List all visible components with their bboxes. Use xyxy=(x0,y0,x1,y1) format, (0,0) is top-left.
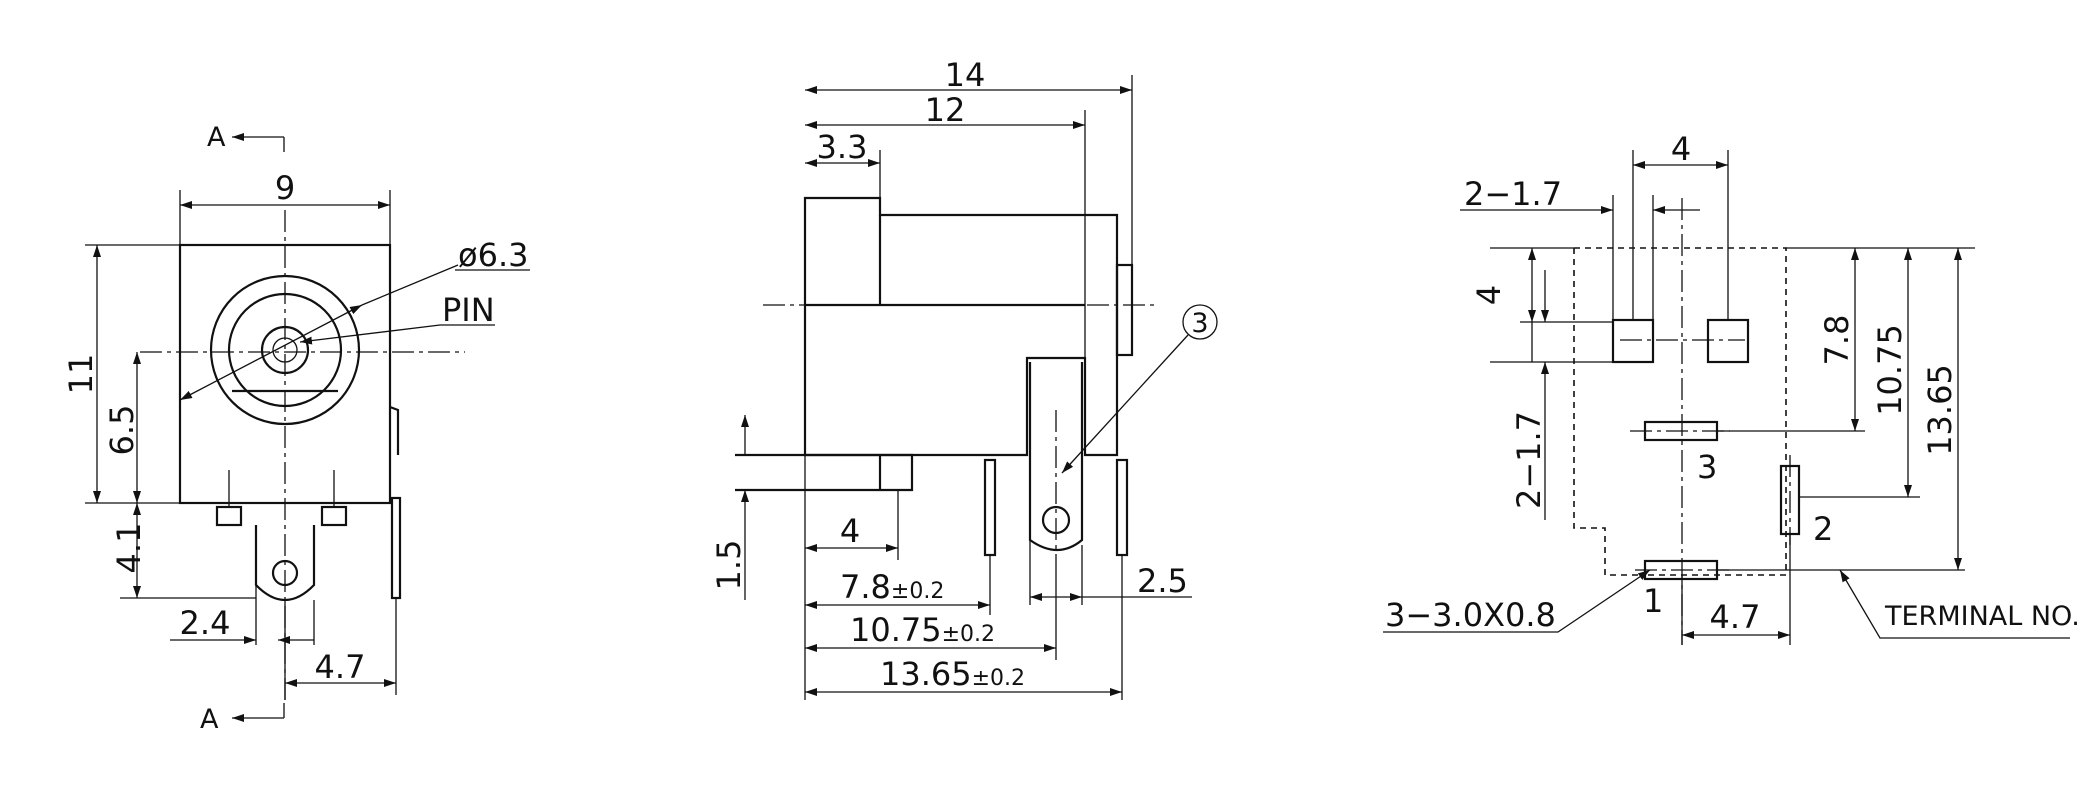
pcb-view: 4 2−1.7 4 2−1.7 7.8 10.75 13.65 4.7 xyxy=(1383,130,2080,645)
dim-pin3-label: 10.75±0.2 xyxy=(850,611,995,649)
dim-row-1075: 10.75 xyxy=(1871,324,1909,416)
front-side-pin xyxy=(390,496,402,600)
dim-pin2-label: 7.8±0.2 xyxy=(840,568,944,606)
side-pin-left xyxy=(735,453,914,492)
dim-height-11: 11 xyxy=(62,354,100,395)
dim-pin3-tol: ±0.2 xyxy=(942,622,995,647)
terminal-callout: 3 xyxy=(1191,308,1208,339)
pcb-pad-left xyxy=(1611,318,1655,364)
dim-slot-width-side: 2−1.7 xyxy=(1510,411,1548,509)
dim-pin-spacing: 4.7 xyxy=(315,648,366,686)
dim-body-length: 12 xyxy=(925,91,966,129)
slot-callout: 3−3.0X0.8 xyxy=(1385,596,1556,634)
dim-pin4-tol: ±0.2 xyxy=(972,666,1025,691)
dim-terminal-offset: 4.7 xyxy=(1710,598,1761,636)
terminal-no-label: TERMINAL NO. xyxy=(1884,601,2080,632)
dim-pin4-label: 13.65±0.2 xyxy=(880,655,1025,693)
front-pin-left xyxy=(215,505,243,527)
section-marker-bottom: A xyxy=(200,703,285,735)
dim-row-78: 7.8 xyxy=(1818,315,1856,366)
dim-pin-height: 1.5 xyxy=(710,540,748,591)
side-pin-1 xyxy=(983,458,997,557)
front-view: A A 9 11 6. xyxy=(62,122,530,735)
terminal-callout-circle xyxy=(1182,304,1218,340)
dim-center-height: 6.5 xyxy=(103,405,141,456)
dim-width-9: 9 xyxy=(275,169,295,207)
dim-pin-depth: 4.1 xyxy=(110,523,148,574)
terminal-number-2: 2 xyxy=(1813,510,1833,548)
dim-total-length: 14 xyxy=(945,56,986,94)
front-center-tab xyxy=(254,525,316,601)
pin-label: PIN xyxy=(442,291,495,329)
terminal-number-1: 1 xyxy=(1643,582,1663,620)
pcb-outline xyxy=(1573,247,1787,576)
section-label-top: A xyxy=(207,122,226,153)
dim-pad-spacing: 4 xyxy=(1671,130,1691,168)
dim-pin1-pos: 4 xyxy=(840,512,860,550)
dim-row-1365: 13.65 xyxy=(1921,364,1959,456)
front-body-step xyxy=(389,405,400,455)
dim-slot-width-top: 2−1.7 xyxy=(1464,175,1562,213)
side-view: 14 12 3.3 3 1.5 4 7.8±0.2 10.75±0.2 13.6 xyxy=(710,56,1218,700)
dim-barrel-length: 3.3 xyxy=(817,128,868,166)
side-flange xyxy=(1115,263,1134,357)
dim-pin4-pos: 13.65 xyxy=(880,655,972,693)
side-pin-2 xyxy=(1115,458,1129,557)
side-body-outline xyxy=(803,196,1119,457)
dim-pin2-tol: ±0.2 xyxy=(891,579,944,604)
dim-diameter: ø6.3 xyxy=(458,236,528,274)
dim-pin2-pos: 7.8 xyxy=(840,568,891,606)
front-tab-hole xyxy=(271,559,299,587)
dim-pin-width: 2.5 xyxy=(1137,562,1188,600)
pcb-pad-right xyxy=(1706,318,1750,364)
dim-pin3-pos: 10.75 xyxy=(850,611,942,649)
terminal-number-3: 3 xyxy=(1697,448,1717,486)
dim-slot-height: 4 xyxy=(1470,285,1508,305)
section-marker-top: A xyxy=(207,122,285,153)
dim-pin-offset: 2.4 xyxy=(180,604,231,642)
section-label-bottom: A xyxy=(200,704,219,735)
front-pin-right xyxy=(320,505,348,527)
